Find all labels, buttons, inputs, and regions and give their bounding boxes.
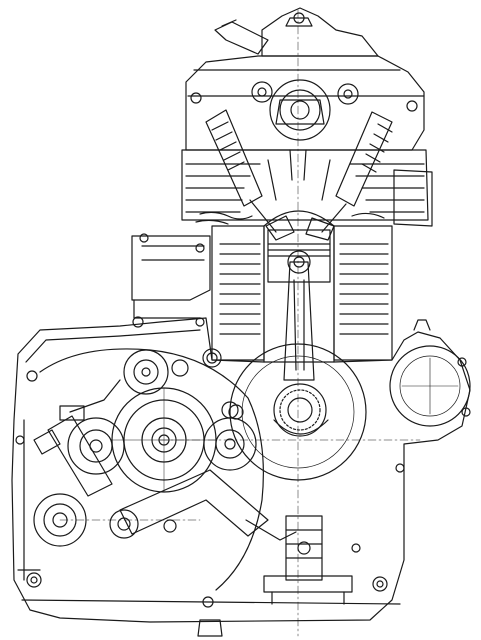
- camshaft: [190, 79, 418, 141]
- valve-right: [305, 111, 393, 241]
- connecting-rod: [283, 261, 315, 381]
- bolts: [15, 243, 405, 608]
- intake: [131, 233, 211, 319]
- clutch: [111, 387, 217, 493]
- crankcase: [11, 317, 471, 623]
- cylinder-head: [181, 7, 433, 227]
- valve-left: [205, 109, 295, 241]
- gear-cluster: [67, 417, 257, 475]
- shift-linkage: [109, 469, 297, 541]
- kickstart-lever: [33, 415, 113, 547]
- combustion-chamber: [263, 149, 335, 227]
- crankshaft: [229, 343, 367, 481]
- centerlines: [59, 9, 421, 637]
- oil-pump: [389, 319, 471, 427]
- drain-plug: [197, 619, 223, 637]
- sprocket: [263, 515, 353, 605]
- shift-mechanism: [59, 348, 239, 421]
- piston: [267, 229, 331, 283]
